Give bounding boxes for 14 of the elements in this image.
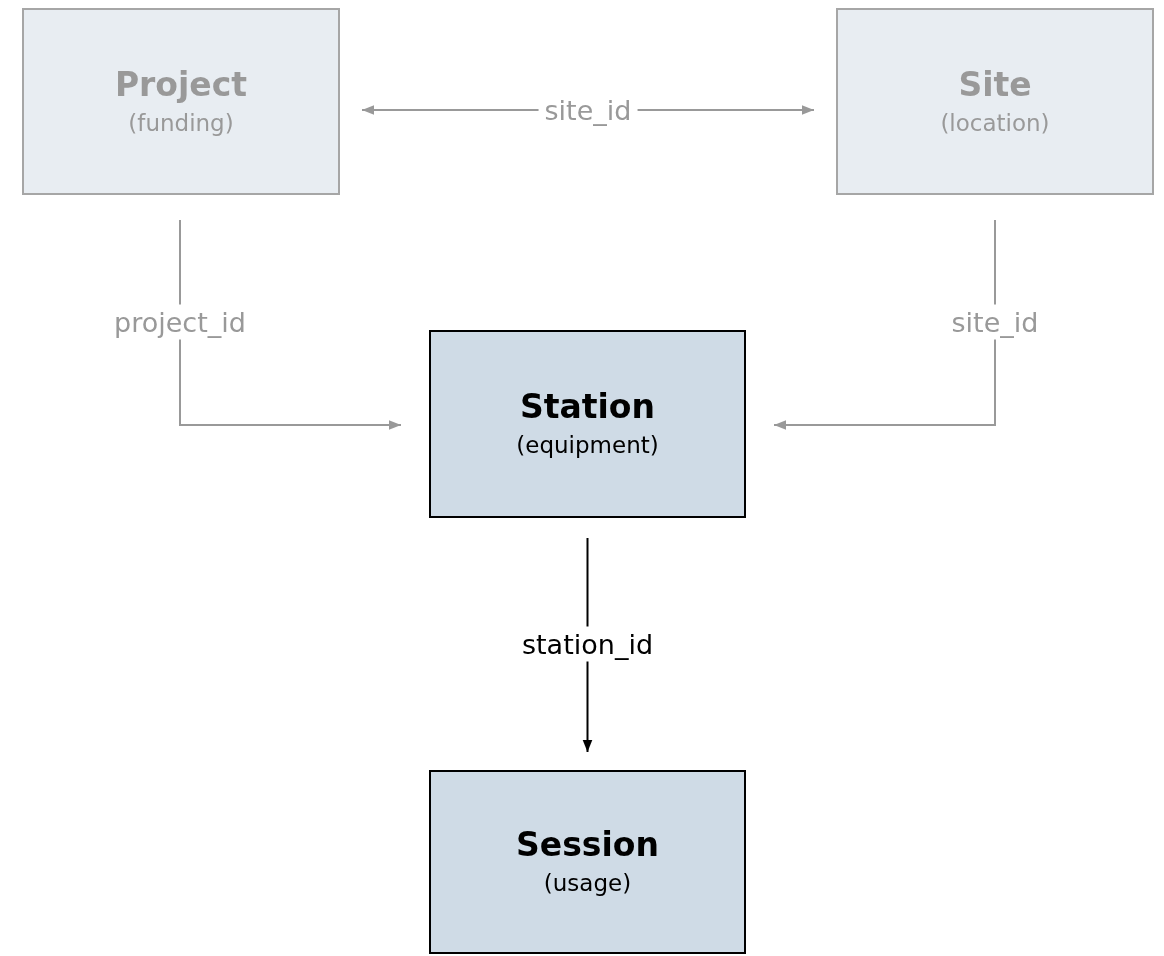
arrow [773,219,996,430]
entity-description: (location) [940,108,1050,138]
entity-box [22,8,340,195]
entity-box [429,770,746,954]
entity-name: Project [114,63,248,106]
entity-box [429,330,746,518]
entity-box [836,8,1154,195]
entity-description: (equipment) [516,431,659,461]
entity-description: (usage) [543,869,632,899]
arrow [179,219,402,430]
entity-description: (funding) [128,108,234,138]
entity-name: Session [516,824,659,867]
entity-name: Site [958,63,1032,106]
entity-name: Station [519,386,656,429]
